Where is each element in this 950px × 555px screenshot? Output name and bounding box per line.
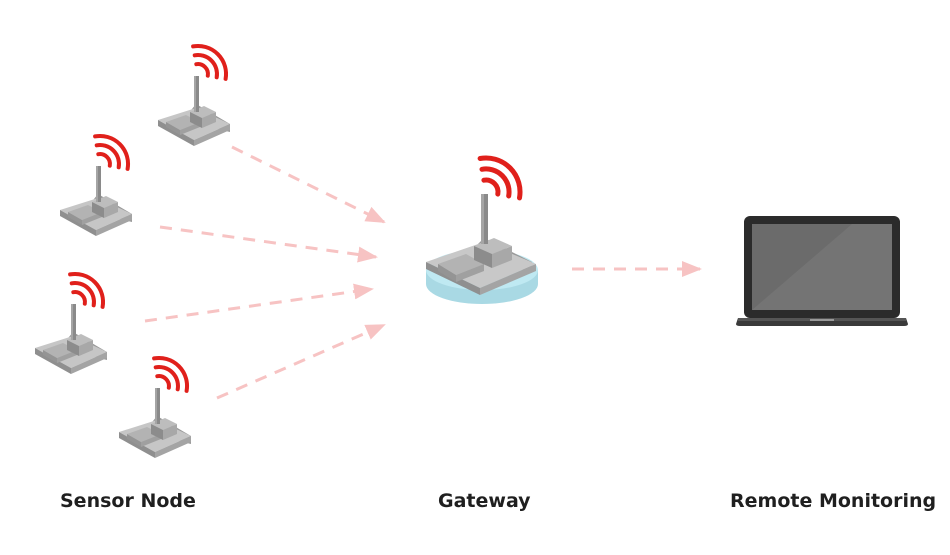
remote-monitoring-label: Remote Monitoring	[730, 490, 937, 512]
gateway-board-icon	[426, 155, 538, 304]
dashed-arrow	[231, 145, 386, 224]
sensor-board-icon	[119, 355, 191, 458]
sensor-board-icon	[35, 271, 107, 374]
gateway-label: Gateway	[438, 490, 531, 512]
sensor-board-icon	[60, 133, 132, 236]
dashed-arrow	[159, 225, 378, 263]
wireless-signal-icon	[68, 271, 106, 309]
wireless-signal-icon	[191, 43, 229, 81]
laptop-icon	[736, 216, 908, 326]
wireless-signal-icon	[152, 355, 190, 393]
nodes-layer	[35, 43, 908, 458]
dashed-arrow	[144, 283, 374, 323]
sensor-board-icon	[158, 43, 230, 146]
dashed-arrow	[216, 323, 386, 400]
sensor-node-label: Sensor Node	[60, 490, 196, 512]
wireless-signal-icon	[477, 155, 523, 201]
edges-layer	[144, 145, 702, 400]
wireless-signal-icon	[93, 133, 131, 171]
